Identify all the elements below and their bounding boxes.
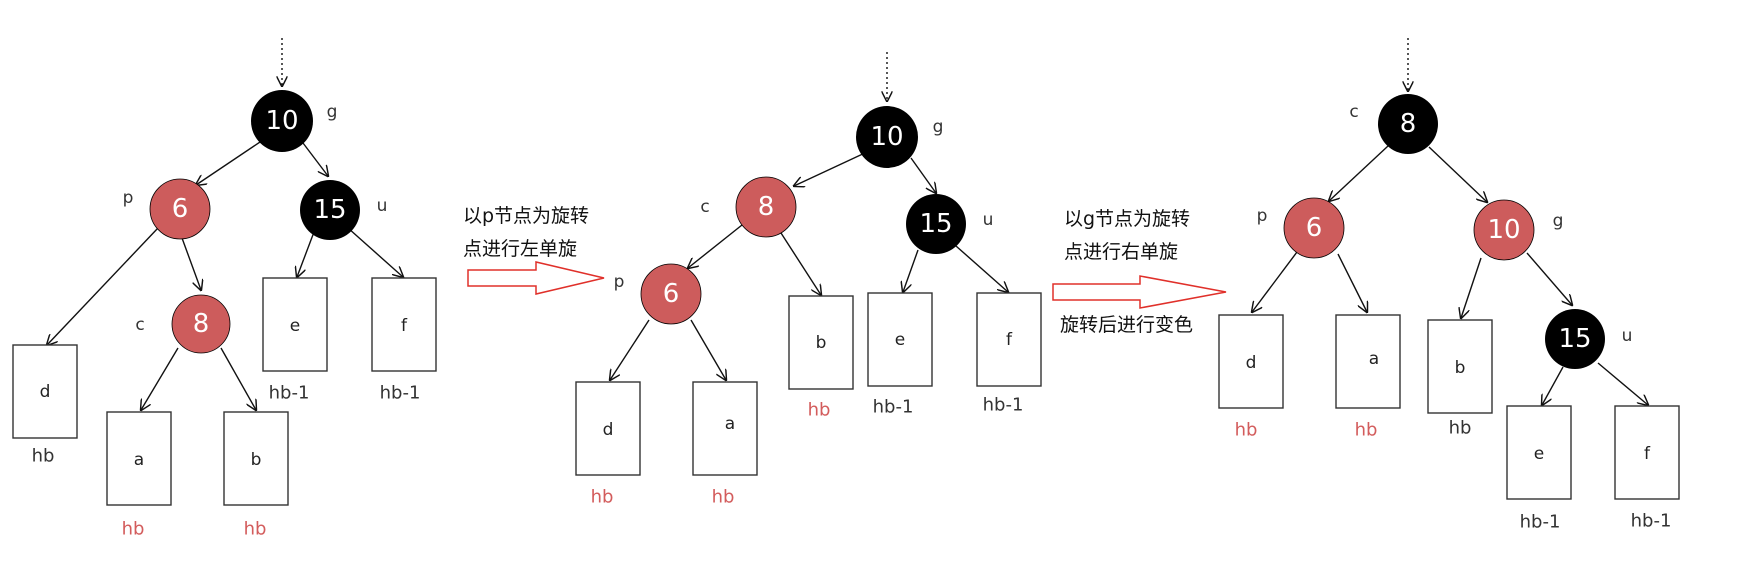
svg-text:以p节点为旋转: 以p节点为旋转: [463, 205, 589, 227]
tree-initial: 10 g 6 p 15 u 8 c d hb a hb: [12, 38, 437, 540]
svg-text:点进行右单旋: 点进行右单旋: [1064, 241, 1178, 263]
svg-text:hb-1: hb-1: [1631, 511, 1672, 532]
svg-text:旋转后进行变色: 旋转后进行变色: [1060, 314, 1193, 336]
subtree-e: e hb-1: [262, 277, 328, 404]
node-c: 8 c: [1349, 94, 1438, 154]
node-c: 8 c: [135, 294, 231, 354]
svg-text:p: p: [123, 188, 134, 208]
svg-text:hb-1: hb-1: [983, 395, 1024, 416]
subtree-b: b hb: [223, 411, 289, 540]
svg-text:e: e: [895, 330, 905, 350]
svg-text:a: a: [134, 450, 144, 470]
subtree-a: a hb: [106, 411, 172, 540]
svg-text:6: 6: [663, 279, 680, 309]
svg-text:8: 8: [193, 309, 210, 339]
node-u: 15 u: [906, 194, 993, 254]
svg-text:hb-1: hb-1: [380, 383, 421, 404]
node-u: 15 u: [1545, 309, 1632, 369]
svg-text:6: 6: [172, 194, 189, 224]
svg-text:点进行左单旋: 点进行左单旋: [463, 238, 577, 260]
subtree-e: e hb-1: [1506, 405, 1572, 533]
svg-text:hb: hb: [244, 519, 267, 540]
node-u: 15 u: [300, 180, 387, 240]
svg-text:g: g: [933, 117, 944, 137]
step-left-rotation: 以p节点为旋转 点进行左单旋: [463, 205, 605, 295]
svg-text:p: p: [1257, 206, 1268, 226]
node-g: 10 g: [856, 106, 943, 168]
svg-text:f: f: [1644, 444, 1651, 464]
subtree-d: d hb: [1218, 314, 1284, 441]
svg-text:d: d: [40, 382, 51, 402]
subtree-e: e hb-1: [867, 292, 933, 418]
node-c: 8 c: [700, 176, 797, 238]
svg-text:u: u: [377, 196, 388, 216]
subtree-a: a hb: [692, 381, 758, 508]
svg-text:d: d: [1246, 353, 1257, 373]
node-g: 10 g: [1473, 199, 1564, 261]
svg-text:p: p: [614, 272, 625, 292]
node-g: 10 g: [251, 90, 337, 152]
svg-text:hb: hb: [808, 400, 831, 421]
tree-after-left-rotation: 10 g 8 c 15 u 6 p d hb a hb: [575, 52, 1042, 508]
svg-text:hb: hb: [1449, 418, 1472, 439]
subtree-d: d hb: [12, 344, 78, 467]
subtree-f: f hb-1: [976, 292, 1042, 416]
svg-text:hb: hb: [712, 487, 735, 508]
svg-text:e: e: [290, 316, 300, 336]
svg-text:8: 8: [758, 192, 775, 222]
svg-text:a: a: [1369, 349, 1379, 369]
step-right-rotation: 以g节点为旋转 点进行右单旋 旋转后进行变色: [1052, 208, 1227, 336]
node-p: 6 p: [123, 178, 211, 240]
svg-text:f: f: [1006, 330, 1013, 350]
svg-text:15: 15: [313, 195, 346, 225]
svg-text:10: 10: [265, 106, 298, 136]
svg-text:d: d: [603, 420, 614, 440]
svg-text:g: g: [1553, 211, 1564, 231]
svg-text:f: f: [401, 316, 408, 336]
svg-text:hb: hb: [1235, 420, 1258, 441]
svg-text:hb-1: hb-1: [1520, 512, 1561, 533]
svg-text:c: c: [700, 197, 709, 217]
svg-text:hb: hb: [32, 446, 55, 467]
subtree-b: b hb: [788, 295, 854, 421]
svg-text:hb: hb: [1355, 420, 1378, 441]
node-p: 6 p: [614, 263, 702, 325]
arrow-right-icon: [1052, 275, 1227, 309]
svg-text:c: c: [1349, 102, 1358, 122]
node-p: 6 p: [1257, 197, 1345, 259]
svg-text:b: b: [816, 333, 827, 353]
svg-text:c: c: [135, 315, 144, 335]
svg-text:u: u: [983, 210, 994, 230]
svg-text:e: e: [1534, 444, 1544, 464]
svg-text:a: a: [725, 414, 735, 434]
subtree-f: f hb-1: [371, 277, 437, 404]
arrow-right-icon: [467, 261, 605, 295]
subtree-f: f hb-1: [1614, 405, 1680, 532]
svg-text:以g节点为旋转: 以g节点为旋转: [1064, 208, 1190, 230]
svg-text:u: u: [1622, 326, 1633, 346]
svg-text:hb-1: hb-1: [873, 397, 914, 418]
svg-text:hb-1: hb-1: [269, 383, 310, 404]
tree-final: 8 c 6 p 10 g 15 u d hb a hb: [1218, 38, 1680, 533]
subtree-b: b hb: [1427, 319, 1493, 439]
svg-text:15: 15: [1558, 324, 1591, 354]
subtree-d: d hb: [575, 381, 641, 508]
svg-text:6: 6: [1306, 213, 1323, 243]
svg-text:g: g: [327, 102, 338, 122]
svg-text:hb: hb: [591, 487, 614, 508]
svg-text:10: 10: [870, 122, 903, 152]
svg-text:hb: hb: [122, 519, 145, 540]
svg-text:10: 10: [1487, 215, 1520, 245]
subtree-a: a hb: [1335, 314, 1401, 441]
svg-text:8: 8: [1400, 109, 1417, 139]
svg-text:b: b: [1455, 358, 1466, 378]
svg-text:b: b: [251, 450, 262, 470]
svg-text:15: 15: [919, 209, 952, 239]
